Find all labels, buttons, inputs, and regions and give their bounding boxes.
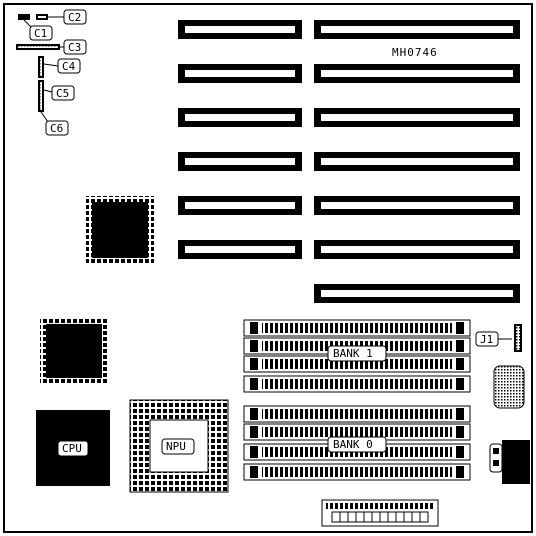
cpu-chip: CPU bbox=[36, 410, 110, 486]
jumper-c3: C3 bbox=[16, 39, 87, 55]
callout-c5: C5 bbox=[56, 87, 69, 100]
jumper-j1: J1 bbox=[475, 324, 522, 352]
simm-slot bbox=[243, 405, 471, 423]
cpu-label: CPU bbox=[62, 442, 82, 455]
simm-slot bbox=[243, 375, 471, 393]
chipset-chip-upper bbox=[86, 196, 154, 264]
bank-0-label: BANK 0 bbox=[333, 438, 373, 451]
expansion-slot bbox=[178, 108, 302, 127]
callout-c6: C6 bbox=[50, 122, 63, 135]
jumper-c6: C6 bbox=[40, 111, 69, 136]
callout-c3: C3 bbox=[68, 41, 81, 54]
chipset-chip-lower bbox=[40, 318, 108, 384]
expansion-slot bbox=[314, 284, 520, 303]
keyboard-connector bbox=[489, 440, 530, 484]
power-connector bbox=[321, 499, 439, 527]
callout-j1: J1 bbox=[480, 333, 493, 346]
expansion-slots-right bbox=[314, 20, 520, 303]
jumper-c5: C5 bbox=[38, 80, 75, 112]
callout-c1: C1 bbox=[34, 27, 47, 40]
callout-c4: C4 bbox=[62, 60, 76, 73]
bank-1-label: BANK 1 bbox=[333, 347, 373, 360]
expansion-slot bbox=[314, 64, 520, 83]
expansion-slot bbox=[314, 240, 520, 259]
model-code: MH0746 bbox=[392, 46, 438, 59]
expansion-slot bbox=[178, 20, 302, 39]
jumper-c2: C2 bbox=[36, 9, 87, 25]
expansion-slot bbox=[314, 108, 520, 127]
simm-slot bbox=[243, 463, 471, 481]
expansion-slot bbox=[178, 240, 302, 259]
battery bbox=[493, 365, 525, 409]
npu-label: NPU bbox=[166, 440, 186, 453]
memory-bank-0: BANK 0 bbox=[243, 405, 471, 481]
npu-socket: NPU bbox=[129, 399, 229, 493]
jumper-c1: C1 bbox=[18, 14, 53, 41]
simm-slot bbox=[243, 319, 471, 337]
expansion-slot bbox=[178, 152, 302, 171]
expansion-slots-left bbox=[178, 20, 302, 259]
expansion-slot bbox=[178, 196, 302, 215]
expansion-slot bbox=[314, 196, 520, 215]
callout-c2: C2 bbox=[68, 11, 81, 24]
memory-bank-1: BANK 1 bbox=[243, 319, 471, 393]
jumper-c4: C4 bbox=[38, 56, 81, 78]
expansion-slot bbox=[178, 64, 302, 83]
expansion-slot bbox=[314, 20, 520, 39]
simm-slot bbox=[243, 423, 471, 441]
expansion-slot bbox=[314, 152, 520, 171]
